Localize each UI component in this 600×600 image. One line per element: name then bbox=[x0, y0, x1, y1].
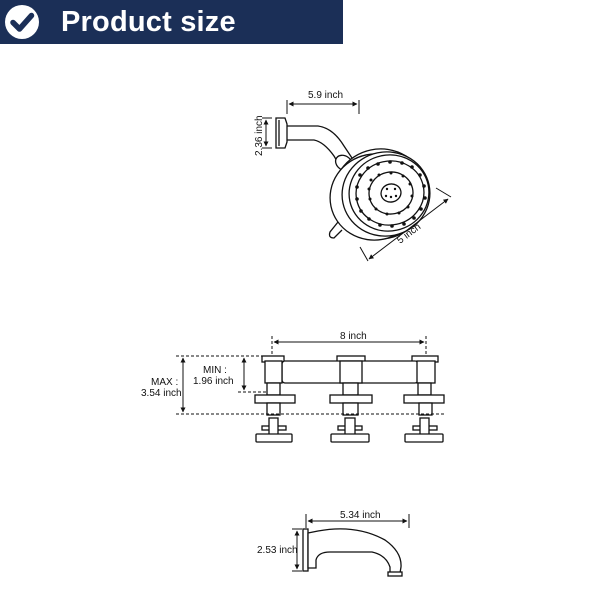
tub-spout-drawing bbox=[302, 528, 403, 577]
faucet-spread-label: 8 inch bbox=[340, 331, 367, 342]
faucet-max-label: MAX : bbox=[151, 377, 178, 388]
faucet-height-dimensions bbox=[176, 355, 444, 415]
banner-title: Product size bbox=[61, 5, 236, 38]
check-circle-icon bbox=[5, 5, 39, 39]
tub-spout-height-label: 2.53 inch bbox=[257, 545, 298, 556]
shower-arm-length-label: 5.9 inch bbox=[308, 90, 343, 101]
faucet-drawing bbox=[254, 355, 445, 443]
shower-arm-height-label: 2.36 inch bbox=[254, 115, 265, 156]
shower-arm-height-dimension bbox=[262, 117, 272, 149]
shower-arm-length-dimension bbox=[286, 100, 360, 114]
faucet-min-label: MIN : bbox=[203, 365, 227, 376]
tub-spout-length-dimension bbox=[305, 514, 410, 528]
faucet-max-value: 3.54 inch bbox=[141, 388, 182, 399]
shower-head-diameter-dimension bbox=[359, 187, 452, 262]
tub-spout-height-dimension bbox=[292, 528, 302, 572]
faucet-spread-dimension bbox=[271, 336, 427, 356]
tub-spout-length-label: 5.34 inch bbox=[340, 510, 381, 521]
faucet-min-value: 1.96 inch bbox=[193, 376, 234, 387]
title-banner: Product size bbox=[0, 0, 343, 44]
